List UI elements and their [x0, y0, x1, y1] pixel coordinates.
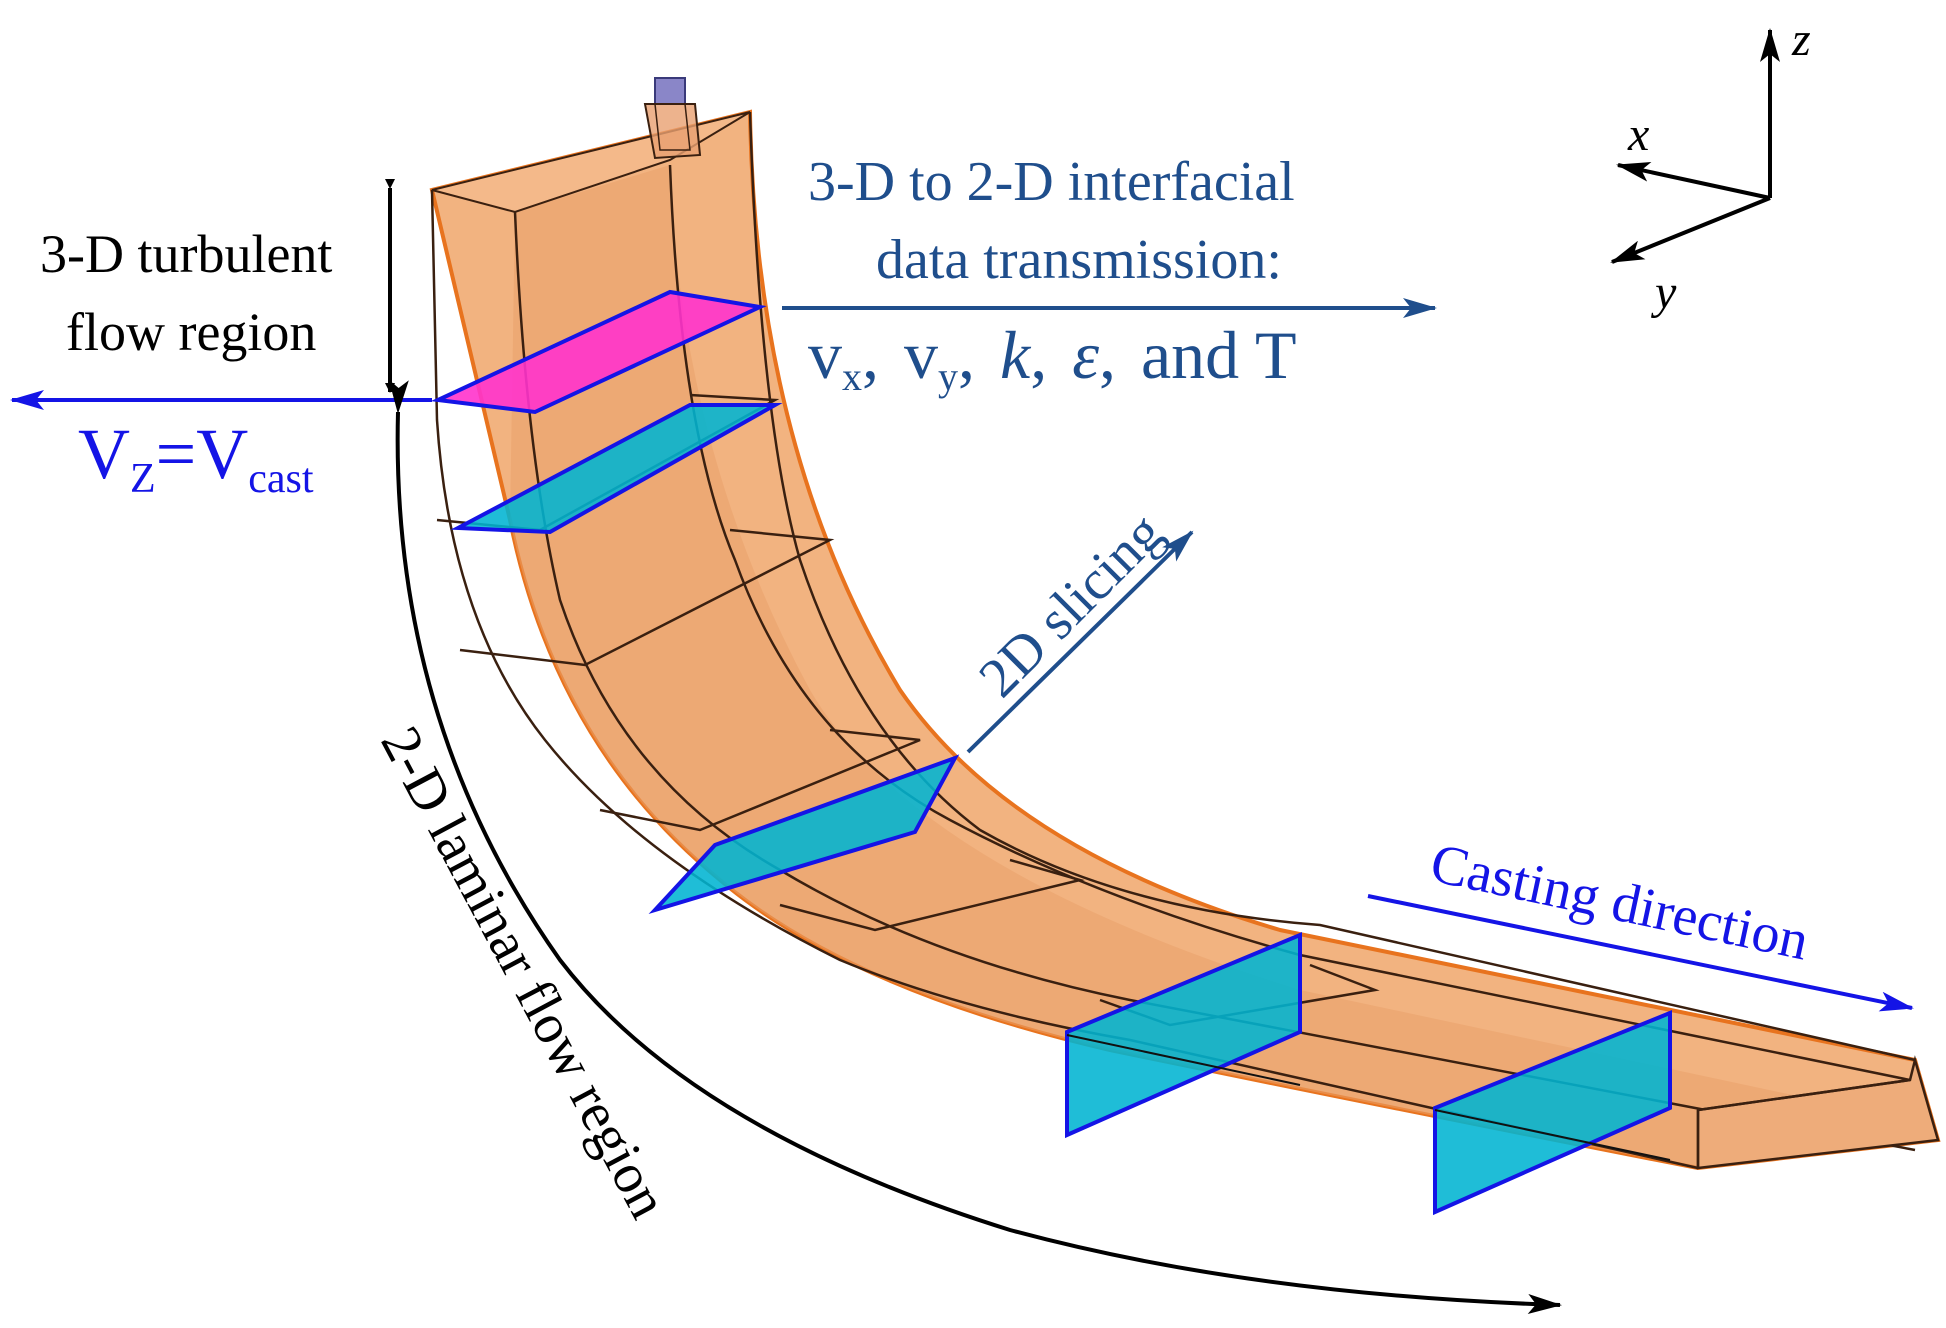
- laminar-region-arrow: [388, 379, 1562, 1314]
- strand-end-top: [1697, 1078, 1911, 1112]
- axis-triad: z x y: [1610, 13, 1811, 319]
- nozzle-inner: [654, 103, 691, 151]
- y-axis-arrow: [1610, 196, 1771, 264]
- x-axis-label: x: [1627, 108, 1649, 161]
- casting-label: Casting direction: [1425, 832, 1814, 973]
- turbulent-label-line2: flow region: [66, 302, 316, 362]
- y-axis-label: y: [1650, 266, 1677, 319]
- transported-variables: vx, vy, k, ε, and T: [808, 317, 1296, 399]
- z-axis-label: z: [1791, 13, 1811, 66]
- slicing-label: 2D slicing: [967, 501, 1175, 709]
- x-axis-arrow: [1616, 162, 1771, 200]
- turbulent-label-line1: 3-D turbulent: [40, 224, 332, 284]
- nozzle-tip: [654, 77, 686, 105]
- transmission-label-line1: 3-D to 2-D interfacial: [808, 151, 1295, 213]
- transmission-label-line2: data transmission:: [876, 229, 1282, 291]
- vcast-label: VZ=Vcast: [78, 414, 314, 502]
- submerged-nozzle: [643, 77, 702, 160]
